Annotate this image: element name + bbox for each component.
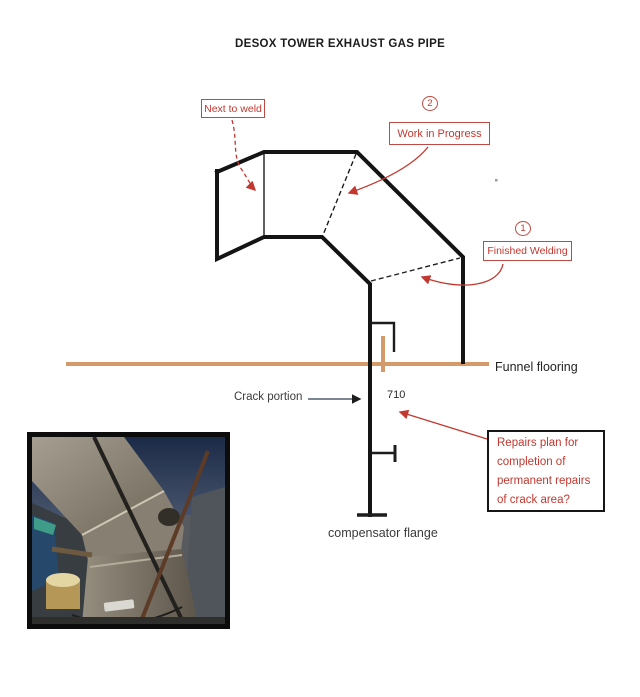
pipe-photo-illustration xyxy=(32,436,225,625)
label-work-in-progress: Work in Progress xyxy=(389,122,490,145)
pipe-outline xyxy=(214,150,465,517)
label-work-in-progress-text: Work in Progress xyxy=(397,127,482,140)
step-1-badge: 1 xyxy=(515,221,531,236)
funnel-flooring-label: Funnel flooring xyxy=(495,360,578,374)
pipe-bracket xyxy=(371,321,396,352)
arrow-repairs-note xyxy=(398,409,488,440)
photo-pipe-elbow xyxy=(82,491,184,569)
photo-sea-right xyxy=(184,487,225,624)
photo-weld-seam-1 xyxy=(81,490,165,536)
crack-dimension-label: 710 xyxy=(387,389,406,401)
photo-pipe-hole xyxy=(158,508,180,526)
annotation-arrows xyxy=(231,119,504,440)
step-1-number: 1 xyxy=(520,223,526,234)
funnel-flooring-line xyxy=(66,336,489,372)
photo-tarp-teal xyxy=(34,517,56,535)
repairs-note-line-2: completion of xyxy=(497,456,566,468)
label-finished-welding-text: Finished Welding xyxy=(487,245,568,257)
photo-rust-rod xyxy=(138,450,210,625)
photo-white-tool xyxy=(103,599,135,612)
photo-handle-rod xyxy=(51,546,93,558)
photo-wood-log-top xyxy=(46,573,80,587)
weld-seams-dashed xyxy=(322,153,461,282)
label-next-to-weld: Next to weld xyxy=(201,99,265,118)
arrow-work-in-progress xyxy=(347,146,429,195)
page-title: DESOX TOWER EXHAUST GAS PIPE xyxy=(235,38,446,50)
compensator-flange-label: compensator flange xyxy=(328,526,438,540)
step-2-badge: 2 xyxy=(422,96,438,111)
repairs-note-line-3: permanent repairs xyxy=(497,475,591,487)
stray-mark xyxy=(495,179,498,182)
photo-rope xyxy=(92,436,186,625)
weld-seam-finished xyxy=(370,257,461,282)
repairs-note-line-4: of crack area? xyxy=(497,494,570,506)
photo-deck-bottom xyxy=(32,617,225,624)
repairs-note-box: Repairs plan for completion of permanent… xyxy=(487,430,605,512)
photo-pipe-upper-arm xyxy=(32,437,164,535)
weld-seam-work-in-progress xyxy=(322,153,357,236)
step-2-number: 2 xyxy=(427,98,433,109)
pipe-photo-inset xyxy=(27,432,230,629)
arrow-next-to-weld xyxy=(231,119,257,192)
crack-portion-label: Crack portion xyxy=(234,391,303,403)
repairs-note-line-1: Repairs plan for xyxy=(497,437,579,449)
pipe-fittings xyxy=(357,321,397,517)
label-next-to-weld-text: Next to weld xyxy=(204,102,262,115)
label-finished-welding: Finished Welding xyxy=(483,241,572,261)
arrow-finished-welding xyxy=(420,263,504,286)
